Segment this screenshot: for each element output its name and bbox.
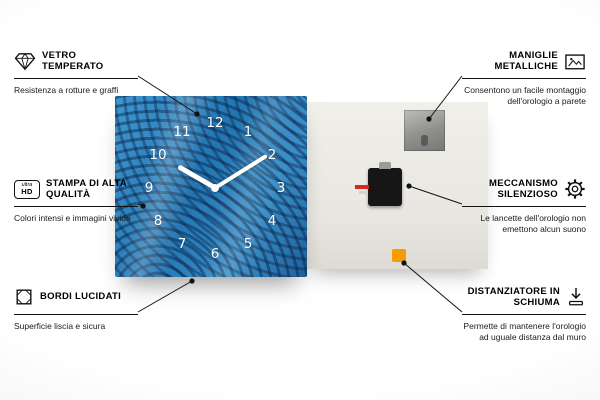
polished-edge-icon [14, 287, 34, 307]
clock-number: 1 [244, 124, 253, 140]
callout-header: MANIGLIE METALLICHE [462, 46, 586, 79]
callout-header: MECCANISMO SILENZIOSO [462, 174, 586, 207]
clock-number: 3 [277, 180, 286, 196]
clock-number: 4 [268, 213, 277, 229]
clock-number: 5 [244, 236, 253, 252]
gear-icon [564, 178, 586, 200]
ultra-hd-label-bottom: HD [21, 187, 33, 196]
clock-number: 10 [149, 147, 166, 163]
callout-title: BORDI LUCIDATI [40, 291, 122, 303]
clock-number: 6 [211, 246, 220, 262]
clock-number: 11 [173, 124, 190, 140]
callout-distanziatore-schiuma: DISTANZIATORE IN SCHIUMA Permette di man… [462, 282, 586, 344]
callout-maniglie-metalliche: MANIGLIE METALLICHE Consentono un facile… [462, 46, 586, 108]
callout-title: DISTANZIATORE IN SCHIUMA [467, 285, 560, 308]
callout-bordi-lucidati: BORDI LUCIDATI Superficie liscia e sicur… [14, 282, 138, 332]
callout-header: ultra HD STAMPA DI ALTA QUALITÀ [14, 174, 138, 207]
mechanism-metal-hand [359, 191, 368, 194]
mechanism-hanger [379, 162, 391, 169]
clock-back-panel [306, 102, 488, 269]
callout-description: Resistenza a rotture e graffi [14, 85, 119, 95]
callout-description: Colori intensi e immagini vivide [14, 213, 131, 223]
callout-description: Consentono un facile montaggio dell'orol… [464, 85, 586, 107]
callout-title: VETRO TEMPERATO [42, 49, 104, 72]
callout-description: Superficie liscia e sicura [14, 321, 106, 331]
hanger-slot [421, 135, 428, 146]
callout-meccanismo-silenzioso: MECCANISMO SILENZIOSO Le lancette dell'o… [462, 174, 586, 236]
foam-spacer [392, 249, 406, 262]
callout-title: MECCANISMO SILENZIOSO [489, 177, 558, 200]
picture-frame-icon [564, 51, 586, 71]
clock-number: 9 [145, 180, 154, 196]
callout-title: STAMPA DI ALTA QUALITÀ [46, 177, 127, 200]
callout-vetro-temperato: VETRO TEMPERATO Resistenza a rotture e g… [14, 46, 138, 96]
clock-center-cap [211, 184, 219, 192]
ultra-hd-label-top: ultra [21, 181, 33, 188]
glass-reflection [115, 96, 307, 277]
clock-number: 7 [178, 236, 187, 252]
clock-number: 2 [268, 147, 277, 163]
clock-number: 8 [154, 213, 163, 229]
ultra-hd-icon: ultra HD [14, 179, 40, 199]
callout-description: Permette di mantenere l'orologio ad ugua… [463, 321, 586, 343]
mechanism-red-hand [355, 185, 369, 189]
callout-stampa-alta-qualita: ultra HD STAMPA DI ALTA QUALITÀ Colori i… [14, 174, 138, 224]
clock-mechanism [355, 162, 402, 206]
callout-description: Le lancette dell'orologio non emettono a… [480, 213, 586, 235]
callout-header: BORDI LUCIDATI [14, 282, 138, 315]
clock-front-panel: 12 1 2 3 4 5 6 7 8 9 10 11 [115, 96, 307, 277]
callout-title: MANIGLIE METALLICHE [494, 49, 558, 72]
callout-header: VETRO TEMPERATO [14, 46, 138, 79]
clock-number: 12 [206, 115, 223, 131]
foam-spacer-icon [566, 286, 586, 308]
diamond-icon [14, 52, 36, 71]
callout-header: DISTANZIATORE IN SCHIUMA [462, 282, 586, 315]
metal-hanger-plate [404, 110, 445, 151]
